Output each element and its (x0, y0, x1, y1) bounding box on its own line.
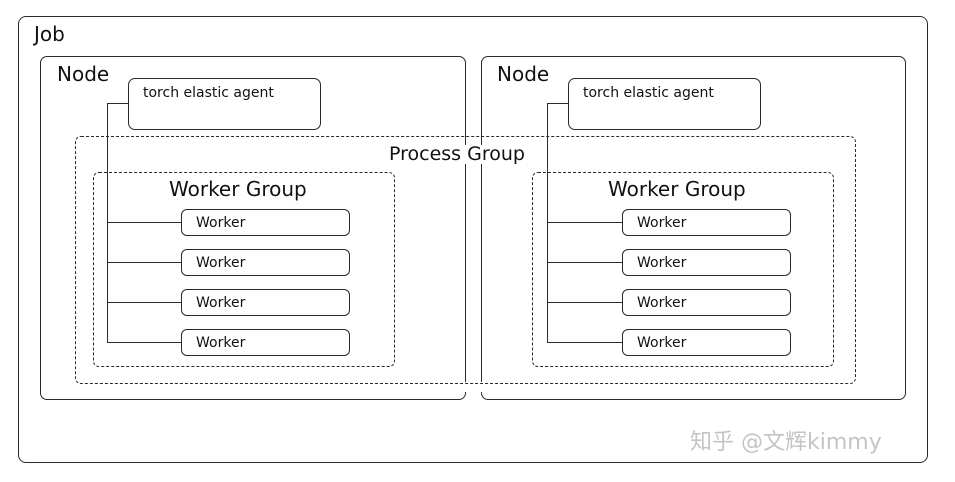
worker-left-3: Worker (181, 289, 350, 316)
node-label-left: Node (57, 62, 110, 86)
worker-right-4: Worker (622, 329, 791, 356)
worker-group-label-left: Worker Group (169, 177, 307, 201)
worker-connector-left-3 (107, 302, 182, 303)
node-border-gap-left (462, 382, 468, 392)
worker-group-box-left (93, 172, 395, 367)
worker-right-3: Worker (622, 289, 791, 316)
agent-stub-left (107, 103, 129, 104)
agent-stub-right (547, 103, 569, 104)
worker-left-4: Worker (181, 329, 350, 356)
worker-connector-right-3 (547, 302, 623, 303)
agent-connector-left (107, 103, 108, 343)
node-box-right (481, 56, 906, 400)
watermark: 知乎 @文辉kimmy (690, 430, 882, 455)
worker-connector-right-2 (547, 262, 623, 263)
worker-connector-left-2 (107, 262, 182, 263)
worker-right-2: Worker (622, 249, 791, 276)
worker-right-1: Worker (622, 209, 791, 236)
worker-left-1: Worker (181, 209, 350, 236)
node-label-right: Node (497, 62, 550, 86)
node-box-left (40, 56, 466, 400)
worker-group-label-right: Worker Group (608, 177, 746, 201)
worker-group-box-right (532, 172, 834, 367)
worker-connector-right-4 (547, 342, 623, 343)
process-group-label: Process Group (387, 143, 527, 165)
torch-elastic-agent-right: torch elastic agent (568, 78, 761, 130)
job-box (18, 16, 928, 463)
worker-left-2: Worker (181, 249, 350, 276)
node-border-gap-right (479, 382, 485, 392)
worker-connector-left-4 (107, 342, 182, 343)
worker-connector-left-1 (107, 222, 182, 223)
worker-connector-right-1 (547, 222, 623, 223)
torch-elastic-agent-left: torch elastic agent (128, 78, 321, 130)
job-label: Job (34, 22, 65, 46)
process-group-box (75, 136, 856, 384)
agent-connector-right (547, 103, 548, 343)
